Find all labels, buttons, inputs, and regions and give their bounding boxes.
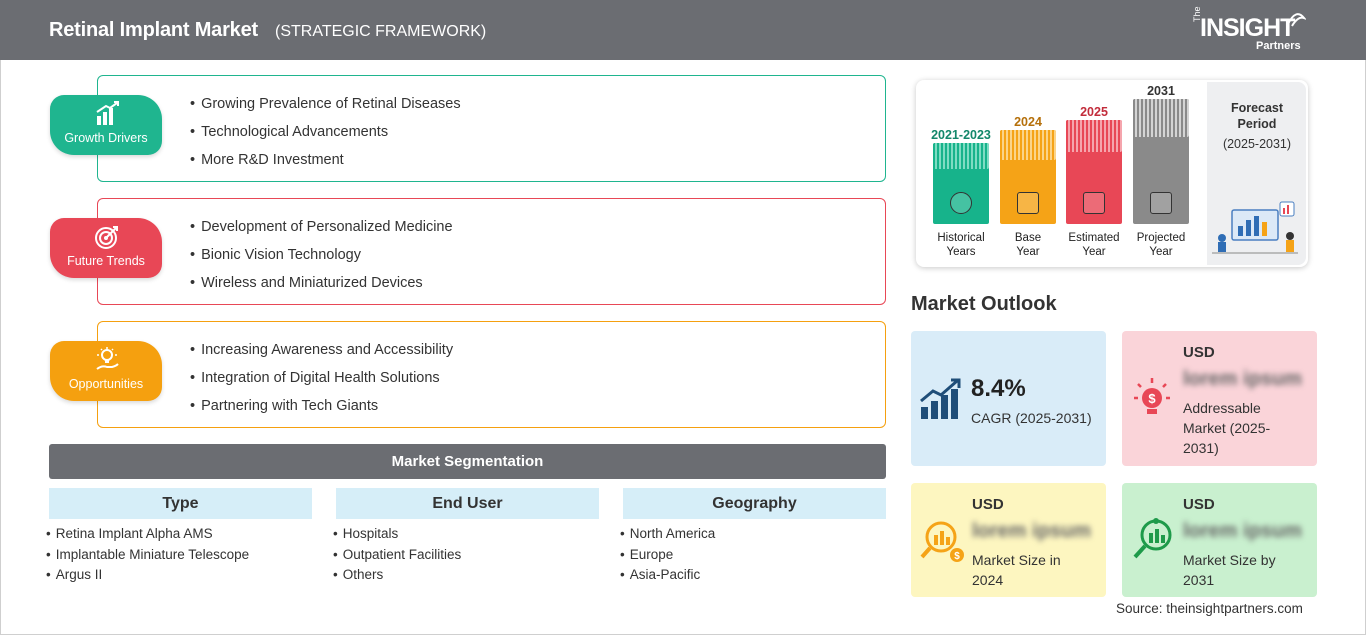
list-item: Europe [620, 546, 715, 567]
future-trends-box: Development of Personalized Medicine Bio… [97, 198, 886, 305]
logo-insight: INSIGHT [1200, 14, 1295, 42]
timeline-label-base-2: Year [1016, 246, 1040, 258]
size-2024-usd: USD [972, 496, 1004, 513]
list-item: Growing Prevalence of Retinal Diseases [190, 94, 461, 122]
page-title: Retinal Implant Market [49, 19, 258, 41]
dollar-bulb-icon: $ [1134, 378, 1170, 414]
presentation-icon [1150, 192, 1172, 214]
logo-swoosh-icon [1287, 13, 1306, 27]
opportunities-label: Opportunities [68, 377, 144, 391]
timeline-year-projected: 2031 [1147, 84, 1175, 98]
growth-drivers-label: Growth Drivers [64, 131, 148, 145]
forecast-range: (2025-2031) [1222, 137, 1292, 151]
addressable-desc-2: Market (2025- [1183, 420, 1271, 436]
size-2024-value: lorem ipsum [972, 520, 1091, 542]
future-trends-label: Future Trends [67, 254, 145, 268]
timeline-label-estimated-1: Estimated [1068, 232, 1120, 244]
timeline-label-base-1: Base [1014, 232, 1042, 244]
timeline-label-historical-1: Historical [937, 232, 985, 244]
page-subtitle: (STRATEGIC FRAMEWORK) [275, 23, 487, 40]
timeline-column-historical-stripes [933, 143, 989, 169]
opportunities-box: Increasing Awareness and Accessibility I… [97, 321, 886, 428]
list-item: Technological Advancements [190, 122, 461, 150]
size-2031-value: lorem ipsum [1183, 520, 1302, 542]
gear-chart-icon [1083, 192, 1105, 214]
cagr-value: 8.4% [971, 375, 1026, 402]
segmentation-title: Market Segmentation [49, 444, 886, 479]
lightbulb-hand-icon [96, 347, 119, 370]
timeline-label-projected-1: Projected [1136, 232, 1186, 244]
list-item: Implantable Miniature Telescope [46, 546, 249, 567]
market-size-2024-card: USD lorem ipsum Market Size in 2024 $ [911, 483, 1106, 597]
list-item: Increasing Awareness and Accessibility [190, 340, 453, 368]
timeline-column-base-stripes [1000, 130, 1056, 160]
forecast-period: Forecast Period (2025-2031) [1216, 100, 1298, 152]
svg-text:$: $ [954, 551, 960, 562]
list-item: Retina Implant Alpha AMS [46, 525, 249, 546]
logo-partners: Partners [1256, 40, 1301, 52]
opportunities-badge: Opportunities [50, 341, 162, 401]
size-2024-desc-2: 2024 [972, 572, 1004, 588]
segment-list-type: Retina Implant Alpha AMS Implantable Min… [46, 525, 249, 587]
analytics-illustration-icon [1212, 201, 1298, 254]
svg-text:$: $ [1148, 391, 1156, 406]
header-bar: Retinal Implant Market (STRATEGIC FRAMEW… [0, 0, 1366, 60]
market-size-2031-card: USD lorem ipsum Market Size by 2031 [1122, 483, 1317, 597]
growth-drivers-box: Growing Prevalence of Retinal Diseases T… [97, 75, 886, 182]
magnifier-chart-icon: $ [920, 521, 964, 562]
segment-list-geography: North America Europe Asia-Pacific [620, 525, 716, 587]
list-item: North America [620, 525, 716, 546]
insight-partners-logo[interactable]: The INSIGHT Partners [1188, 6, 1318, 52]
growth-drivers-badge: Growth Drivers [50, 95, 162, 155]
segment-head-end-user: End User [336, 488, 599, 519]
size-2031-usd: USD [1183, 496, 1215, 513]
cagr-card [911, 331, 1106, 466]
timeline-year-base: 2024 [1014, 115, 1042, 129]
size-2024-desc-1: Market Size in [972, 552, 1061, 568]
calendar-icon [1017, 192, 1039, 214]
addressable-usd: USD [1183, 344, 1215, 361]
segment-head-type: Type [49, 488, 312, 519]
timeline-label-projected-2: Year [1149, 246, 1173, 258]
addressable-desc-3: 2031) [1183, 440, 1219, 456]
opportunities-list: Increasing Awareness and Accessibility I… [190, 340, 453, 424]
timeline-column-projected-stripes [1133, 99, 1189, 137]
history-icon [950, 192, 972, 214]
growth-drivers-list: Growing Prevalence of Retinal Diseases T… [190, 94, 461, 178]
timeline-label-historical-2: Years [946, 246, 976, 258]
size-2031-desc-1: Market Size by [1183, 552, 1276, 568]
list-item: Partnering with Tech Giants [190, 396, 453, 424]
list-item: Development of Personalized Medicine [190, 217, 452, 245]
list-item: Outpatient Facilities [333, 546, 462, 567]
timeline-column-estimated-stripes [1066, 120, 1122, 152]
list-item: Hospitals [333, 525, 461, 546]
list-item: Wireless and Miniaturized Devices [190, 273, 453, 301]
size-2031-desc-2: 2031 [1183, 572, 1215, 588]
timeline-year-estimated: 2025 [1080, 105, 1108, 119]
future-trends-list: Development of Personalized Medicine Bio… [190, 217, 453, 301]
segment-head-geography: Geography [623, 488, 886, 519]
target-icon [95, 226, 118, 249]
cagr-label: CAGR (2025-2031) [971, 410, 1092, 426]
future-trends-badge: Future Trends [50, 218, 162, 278]
forecast-label: Forecast Period [1230, 101, 1284, 131]
list-item: Others [333, 566, 461, 587]
addressable-desc-1: Addressable [1183, 400, 1261, 416]
list-item: Integration of Digital Health Solutions [190, 368, 453, 396]
list-item: Argus II [46, 566, 249, 587]
bar-chart-icon [96, 101, 119, 125]
segment-list-end-user: Hospitals Outpatient Facilities Others [333, 525, 462, 587]
timeline-year-historical: 2021-2023 [931, 128, 991, 142]
timeline-label-estimated-2: Year [1082, 246, 1106, 258]
growth-chart-icon [920, 378, 961, 419]
magnifier-dollar-icon [1133, 518, 1172, 559]
addressable-value: lorem ipsum [1183, 368, 1302, 390]
list-item: Asia-Pacific [620, 566, 715, 587]
source-credit: Source: theinsightpartners.com [1116, 601, 1303, 616]
list-item: Bionic Vision Technology [190, 245, 453, 273]
list-item: More R&D Investment [190, 150, 461, 178]
addressable-market-card: USD lorem ipsum Addressable Market (2025… [1122, 331, 1317, 466]
market-outlook-title: Market Outlook [911, 293, 1057, 315]
